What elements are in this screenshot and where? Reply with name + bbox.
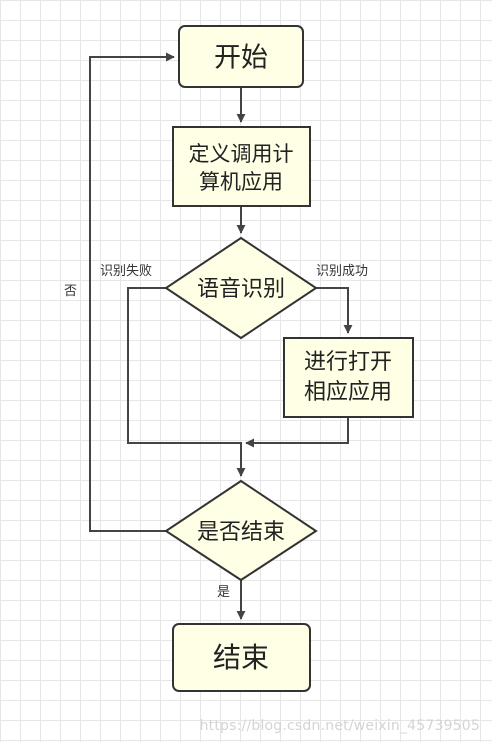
edge-no-loop-back	[89, 52, 175, 532]
start-box	[178, 25, 304, 88]
edge-label-no: 否	[64, 284, 77, 299]
node-open-app: 进行打开 相应应用	[283, 337, 414, 418]
speech-recognition-label: 语音识别	[197, 277, 285, 302]
watermark: https://blog.csdn.net/weixin_45739505	[199, 718, 480, 734]
end-box	[172, 623, 311, 692]
open-app-line1: 进行打开	[304, 350, 392, 375]
edge-label-yes: 是	[217, 585, 230, 600]
edge-label-recognition-success: 识别成功	[316, 264, 368, 279]
edge-open-app-return	[245, 418, 349, 448]
node-is-end: 是否结束	[164, 479, 318, 582]
open-app-box	[283, 337, 414, 418]
define-call-box	[172, 126, 311, 207]
start-label: 开始	[214, 43, 268, 74]
edge-recognition-success	[316, 287, 353, 334]
node-define-call: 定义调用计 算机应用	[172, 126, 311, 207]
define-call-line1: 定义调用计	[189, 142, 294, 166]
edge-recognition-failed	[127, 287, 246, 477]
connectors	[89, 52, 353, 620]
end-label: 结束	[213, 641, 269, 674]
open-app-line2: 相应应用	[304, 380, 392, 405]
is-end-label: 是否结束	[197, 520, 285, 545]
speech-recognition-diamond	[164, 236, 318, 340]
edge-label-recognition-failed: 识别失败	[100, 264, 152, 279]
is-end-diamond	[164, 479, 318, 582]
define-call-line2: 算机应用	[199, 170, 283, 194]
node-end: 结束	[172, 623, 311, 692]
node-speech-recognition: 语音识别	[164, 236, 318, 340]
node-start: 开始	[178, 25, 304, 88]
